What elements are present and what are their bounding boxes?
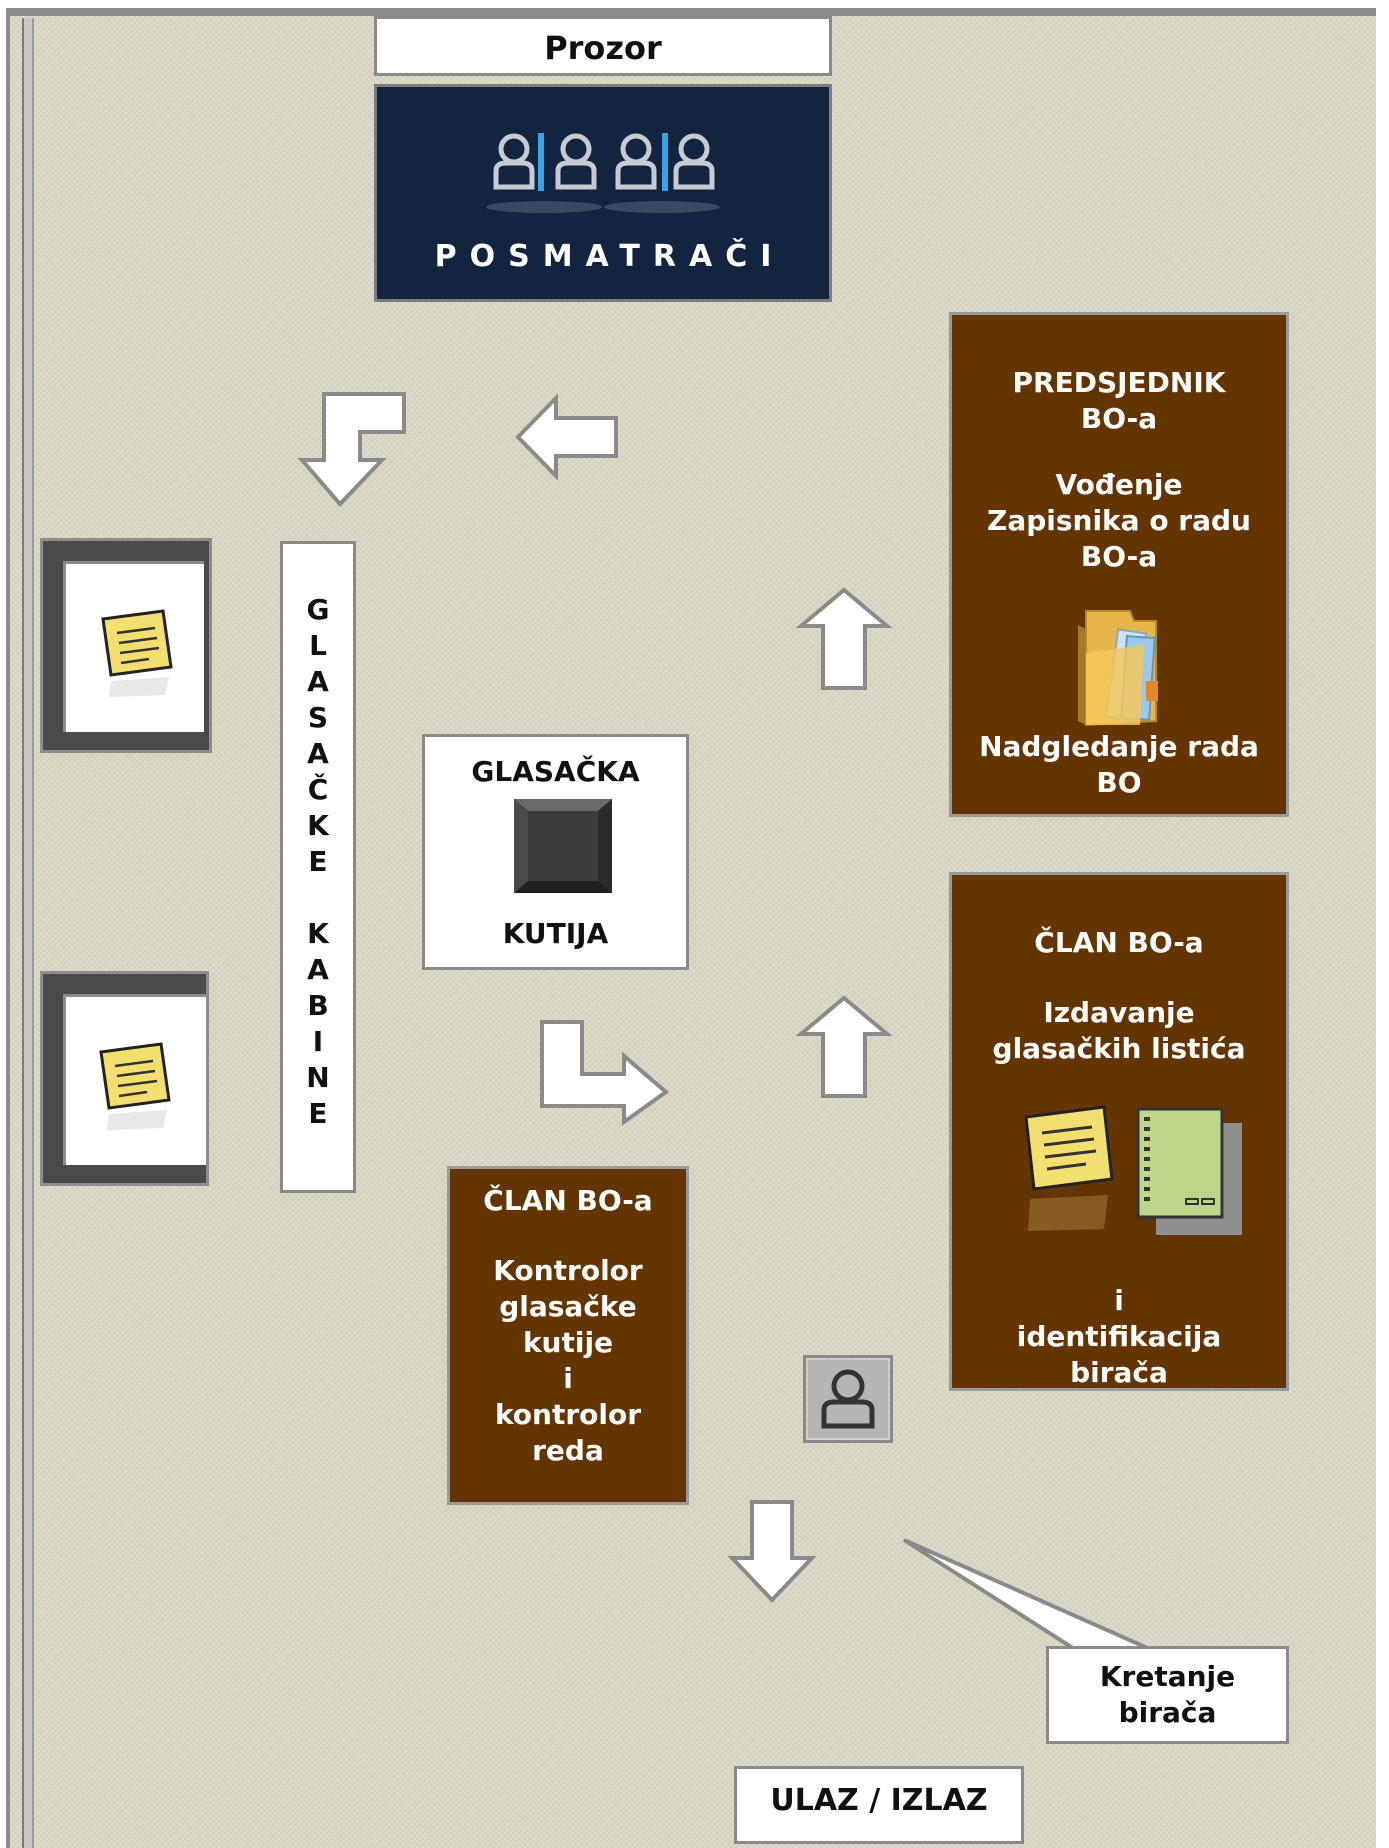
entrance-exit-box: ULAZ / IZLAZ	[734, 1766, 1024, 1844]
observers-panel: POSMATRAČI	[374, 84, 832, 302]
entrance-exit-label: ULAZ / IZLAZ	[770, 1783, 988, 1818]
ballot-note-icon	[1024, 1105, 1114, 1231]
booth-letter: N	[306, 1061, 330, 1094]
member-issuer-task-ballots: Izdavanje glasačkih listića	[992, 996, 1246, 1065]
president-task-supervision: Nadgledanje rada BO	[979, 730, 1259, 799]
voting-booth	[40, 971, 209, 1186]
window-label-box: Prozor	[374, 16, 832, 76]
voting-booth	[40, 538, 212, 753]
booth-letter: E	[308, 845, 328, 878]
member-controller-box: ČLAN BO-a Kontrolor glasačke kutije i ko…	[447, 1166, 689, 1505]
booth-letter: E	[308, 1097, 328, 1130]
voter-register-icon	[1136, 1107, 1242, 1235]
arrow-up	[795, 995, 893, 1098]
ballot-note-icon	[99, 1042, 171, 1130]
member-issuer-box: ČLAN BO-a Izdavanje glasačkih listića i …	[949, 872, 1289, 1391]
member-controller-title: ČLAN BO-a	[483, 1184, 653, 1217]
member-issuer-title: ČLAN BO-a	[1034, 926, 1204, 959]
person-icon	[555, 133, 597, 190]
booth-letter: B	[307, 989, 329, 1022]
president-box: PREDSJEDNIK BO-a Vođenje Zapisnika o rad…	[949, 312, 1289, 817]
booth-letter: Č	[307, 773, 329, 806]
ballot-box: GLASAČKA KUTIJA	[422, 734, 689, 970]
person-icon	[673, 133, 715, 190]
member-controller-task: Kontrolor glasačke kutije i kontrolor re…	[493, 1254, 643, 1467]
president-title: PREDSJEDNIK BO-a	[1012, 366, 1226, 435]
booth-letter: K	[307, 917, 329, 950]
arrow-up	[795, 587, 893, 690]
booth-letter: G	[306, 593, 330, 626]
ballot-box-top-label: GLASAČKA	[471, 755, 640, 788]
callout-pointer	[902, 1538, 1153, 1652]
ballot-note-icon	[101, 609, 173, 697]
person-icon	[493, 133, 535, 190]
booth-letter: S	[307, 701, 329, 734]
ballot-box-bottom-label: KUTIJA	[502, 917, 609, 950]
observers-icon	[486, 133, 720, 213]
voter-movement-label: Kretanje birača	[1099, 1660, 1236, 1729]
voter-movement-callout: Kretanje birača	[1046, 1646, 1289, 1744]
ballot-box-icon	[514, 799, 612, 893]
booth-letter: L	[309, 629, 327, 662]
left-wall	[22, 18, 34, 1848]
booth-letter: A	[307, 953, 329, 986]
arrow-bend-down	[297, 392, 406, 507]
person-icon	[615, 133, 657, 190]
arrow-bend-right	[540, 1020, 670, 1126]
voter-icon	[803, 1355, 893, 1443]
booth-letter: A	[307, 665, 329, 698]
observers-label: POSMATRAČI	[434, 239, 785, 274]
booth-letter: K	[307, 809, 329, 842]
member-issuer-task-identification: i identifikacija birača	[1016, 1284, 1222, 1389]
window-label: Prozor	[544, 29, 662, 67]
arrow-left	[515, 393, 618, 481]
folder-icon	[1078, 610, 1158, 727]
booth-letter	[283, 880, 353, 916]
arrow-down	[727, 1500, 817, 1603]
booth-letter: A	[307, 737, 329, 770]
president-task-minutes: Vođenje Zapisnika o radu BO-a	[987, 468, 1251, 573]
booth-letter: I	[312, 1025, 324, 1058]
